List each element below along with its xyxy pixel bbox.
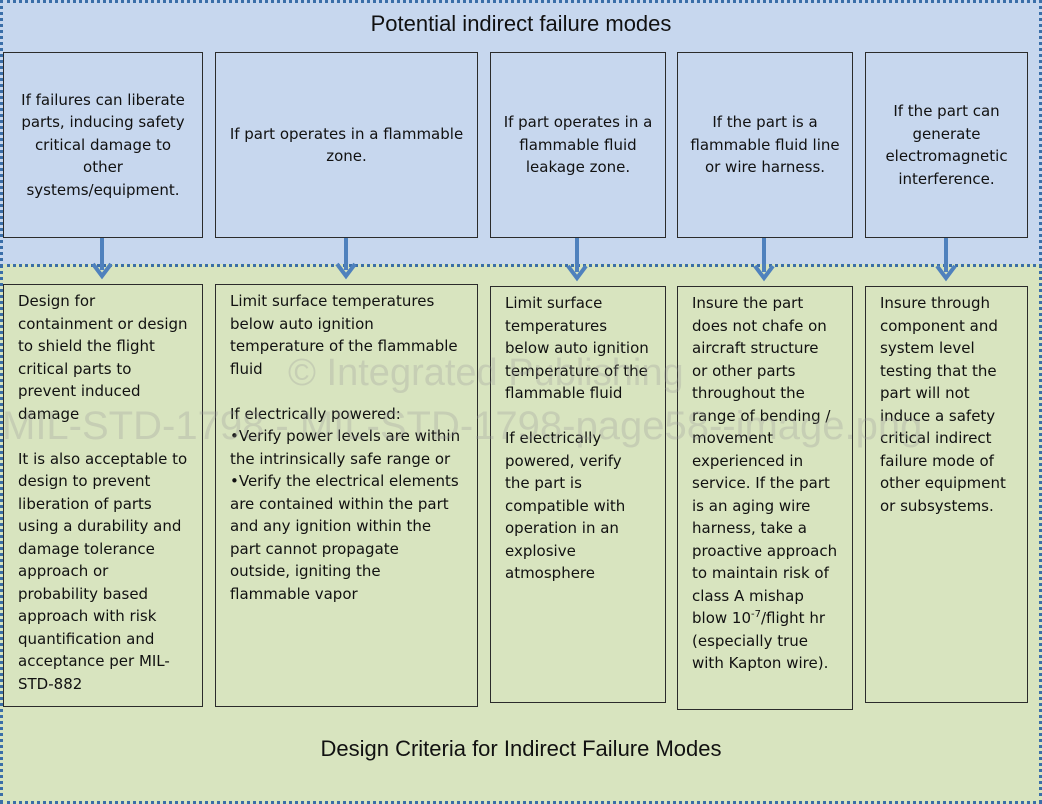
exponent: -7 [751,609,761,620]
criteria-paragraph: Limit surface temperatures below auto ig… [505,294,649,402]
criteria-paragraph: If electrically powered: [230,404,401,423]
design-criteria-title: Design Criteria for Indirect Failure Mod… [320,736,722,761]
flow-arrow [753,238,775,282]
criteria-bullet: •Verify power levels are within the intr… [230,427,461,468]
criteria-paragraph: Insure the part does not chafe on aircra… [692,292,838,675]
failure-mode-box: If part operates in a flammable zone. [215,52,478,238]
criteria-paragraph: If electrically powered, verify the part… [505,429,626,582]
criteria-text: /flight hr (especially true with Kapton … [692,609,829,672]
failure-mode-text: If failures can liberate parts, inducing… [21,90,185,199]
failure-mode-text: If the part can generate electromagnetic… [885,102,1008,188]
criteria-paragraph: Insure through component and system leve… [880,294,1006,515]
design-criteria-box: Insure the part does not chafe on aircra… [677,286,853,710]
criteria-paragraph: Design for containment or design to shie… [18,292,188,423]
design-criteria-box: Limit surface temperatures below auto ig… [490,286,666,703]
flow-arrow [335,238,357,280]
failure-modes-title: Potential indirect failure modes [370,11,672,36]
design-criteria-box: Insure through component and system leve… [865,286,1028,703]
design-criteria-box: Limit surface temperatures below auto ig… [215,284,478,707]
design-criteria-box: Design for containment or design to shie… [3,284,203,707]
failure-mode-text: If part operates in a flammable fluid le… [503,113,653,177]
failure-mode-box: If the part can generate electromagnetic… [865,52,1028,238]
failure-mode-text: If the part is a flammable fluid line or… [690,113,840,177]
criteria-text: Insure the part does not chafe on aircra… [692,294,838,627]
criteria-paragraph: It is also acceptable to design to preve… [18,449,188,693]
criteria-bullet: •Verify the electrical elements are cont… [230,472,459,603]
criteria-paragraph: Limit surface temperatures below auto ig… [230,292,458,378]
failure-mode-box: If part operates in a flammable fluid le… [490,52,666,238]
flow-arrow [91,238,113,280]
failure-mode-box: If failures can liberate parts, inducing… [3,52,203,238]
failure-mode-text: If part operates in a flammable zone. [229,124,464,166]
failure-mode-box: If the part is a flammable fluid line or… [677,52,853,238]
flow-arrow [935,238,957,282]
flow-arrow [566,238,588,282]
